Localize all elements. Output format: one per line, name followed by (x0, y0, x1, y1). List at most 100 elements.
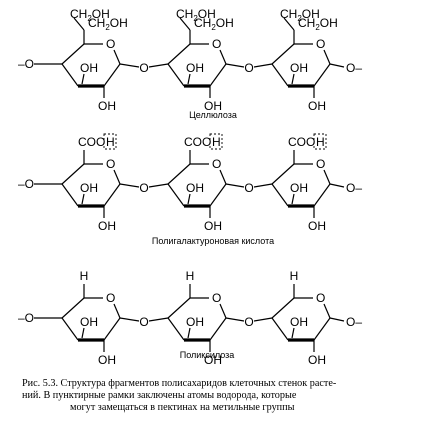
hydroxyl-label: OH (80, 61, 98, 75)
bond-line (61, 317, 79, 341)
glycosidic-bond (148, 317, 169, 322)
carboxyl-hydrogen: H (212, 135, 221, 149)
substituent-bond (73, 17, 85, 31)
figure-caption: Рис. 5.3. Структура фрагментов полисахар… (22, 378, 417, 414)
hydroxyl-label: OH (186, 315, 204, 329)
bond-line (219, 49, 227, 65)
hydroxyl-label: OH (204, 353, 222, 367)
linkage-oxygen-label: O (244, 181, 253, 195)
bond-line (103, 183, 121, 207)
bond-line (271, 163, 295, 185)
ch2oh-group: CH2OH (88, 16, 128, 32)
glycosidic-bond (329, 317, 345, 322)
bond-line (219, 303, 227, 319)
bond-line (271, 297, 295, 319)
glycosidic-bond (253, 317, 273, 322)
chain-end-label: O– (346, 181, 362, 195)
glycosidic-bond (253, 63, 273, 68)
bond-line (61, 183, 79, 207)
chain-right-end: O– (329, 315, 362, 329)
substituent-bond (291, 193, 295, 205)
glycosidic-bond (225, 317, 245, 322)
bond-line (61, 63, 79, 87)
hydrogen-label: H (186, 269, 195, 283)
bond-line (167, 163, 191, 185)
hydroxyl-label: OH (80, 315, 98, 329)
glycosidic-bond (329, 183, 345, 188)
ch2oh-group: CH2OH (176, 7, 216, 23)
linkage-oxygen-label: O (139, 61, 148, 75)
dashed-frame (103, 133, 117, 150)
ch2oh-group: CH2OH (70, 7, 110, 23)
substituent-bond (187, 327, 191, 339)
bond-line (167, 317, 185, 341)
dashed-frame (209, 133, 223, 150)
carboxyl-hydrogen: H (106, 135, 115, 149)
bond-line (313, 183, 331, 207)
hydroxyl-label: OH (290, 315, 308, 329)
carboxyl-group: COO (78, 135, 105, 149)
hydroxyl-label: OH (290, 61, 308, 75)
bond-line (167, 63, 185, 87)
ring-oxygen-label: O (316, 157, 325, 171)
ring-oxygen-label: O (106, 37, 115, 51)
substituent-bond (81, 327, 85, 339)
caption-line-2: ний. В пунктирные рамки заключены атомы … (22, 390, 297, 401)
chain-name: Полигалактуроновая кислота (152, 236, 274, 246)
glycosidic-bond (329, 63, 345, 68)
chain-right-end: O– (329, 61, 362, 75)
hydroxyl-label: OH (186, 61, 204, 75)
hydroxyl-label: OH (204, 219, 222, 233)
substituent-bond (291, 73, 295, 85)
bond-line (113, 49, 121, 65)
bond-line (271, 43, 295, 65)
bond-line (313, 63, 331, 87)
chain-right-end: O– (329, 181, 362, 195)
hydroxyl-label: OH (308, 219, 326, 233)
ring-oxygen-label: O (212, 291, 221, 305)
chain-name: Целлюлоза (189, 110, 237, 120)
ring-oxygen-label: O (106, 291, 115, 305)
chain-end-label: –O (18, 311, 34, 325)
ring-oxygen-label: O (316, 291, 325, 305)
bond-line (167, 43, 191, 65)
bond-line (209, 63, 227, 87)
glycosidic-bond (119, 183, 140, 188)
ch2oh-group: CH2OH (194, 16, 234, 32)
hydrogen-label: H (290, 269, 299, 283)
dashed-frame (313, 133, 327, 150)
chain-end-label: –O (18, 57, 34, 71)
bond-line (313, 317, 331, 341)
bond-line (323, 303, 331, 319)
bond-line (113, 169, 121, 185)
carboxyl-group: COO (184, 135, 211, 149)
bond-line (323, 169, 331, 185)
bond-line (209, 183, 227, 207)
ch2oh-group: CH2OH (298, 16, 338, 32)
carboxyl-group: COO (288, 135, 315, 149)
linkage-oxygen-label: O (244, 61, 253, 75)
ring-oxygen-label: O (212, 157, 221, 171)
chain-end-label: O– (346, 61, 362, 75)
glycosidic-bond (148, 183, 169, 188)
bond-line (209, 317, 227, 341)
chain-cellulose: OCH2OHCH2OHOHOHOOCH2OHCH2OHOHOHOOCH2OHCH… (18, 7, 362, 120)
hydroxyl-label: OH (290, 181, 308, 195)
hydroxyl-label: OH (98, 219, 116, 233)
bond-line (219, 169, 227, 185)
chain-end-label: O– (346, 315, 362, 329)
glycosidic-bond (225, 183, 245, 188)
bond-line (271, 183, 289, 207)
bond-line (167, 183, 185, 207)
